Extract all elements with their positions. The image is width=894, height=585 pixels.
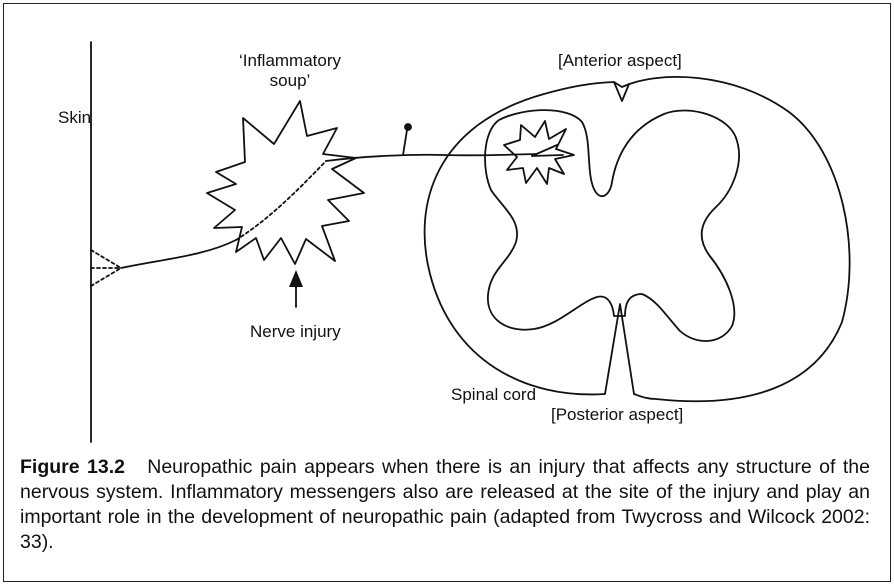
neuropathic-pain-diagram <box>4 4 890 444</box>
posterior-aspect-label: [Posterior aspect] <box>551 405 683 425</box>
spinal-cord-label: Spinal cord <box>451 385 536 405</box>
inflammatory-soup-label: ‘Inflammatory soup’ <box>230 51 350 91</box>
receptor-endings <box>91 250 121 286</box>
nerve-fiber-peripheral <box>121 240 236 268</box>
figure-frame: Skin ‘Inflammatory soup’ Nerve injury [A… <box>3 3 891 582</box>
nerve-injury-label: Nerve injury <box>250 322 341 342</box>
anterior-aspect-label: [Anterior aspect] <box>558 51 682 71</box>
ganglion-head <box>405 124 411 130</box>
figure-number: Figure 13.2 <box>20 456 125 478</box>
skin-label: Skin <box>58 108 91 128</box>
nerve-fiber-central <box>326 154 536 161</box>
synapse-line <box>532 145 557 156</box>
synapse-line <box>532 155 563 156</box>
nerve-injury-arrow-head <box>289 270 303 287</box>
nerve-fiber-damaged <box>236 161 326 240</box>
grey-matter <box>485 110 739 341</box>
figure-caption: Figure 13.2 Neuropathic pain appears whe… <box>20 455 870 555</box>
caption-text: Neuropathic pain appears when there is a… <box>20 456 870 553</box>
inflammatory-soup-burst <box>207 101 364 264</box>
spinal-cord-outline <box>425 77 850 401</box>
ganglion-stem <box>403 130 407 155</box>
